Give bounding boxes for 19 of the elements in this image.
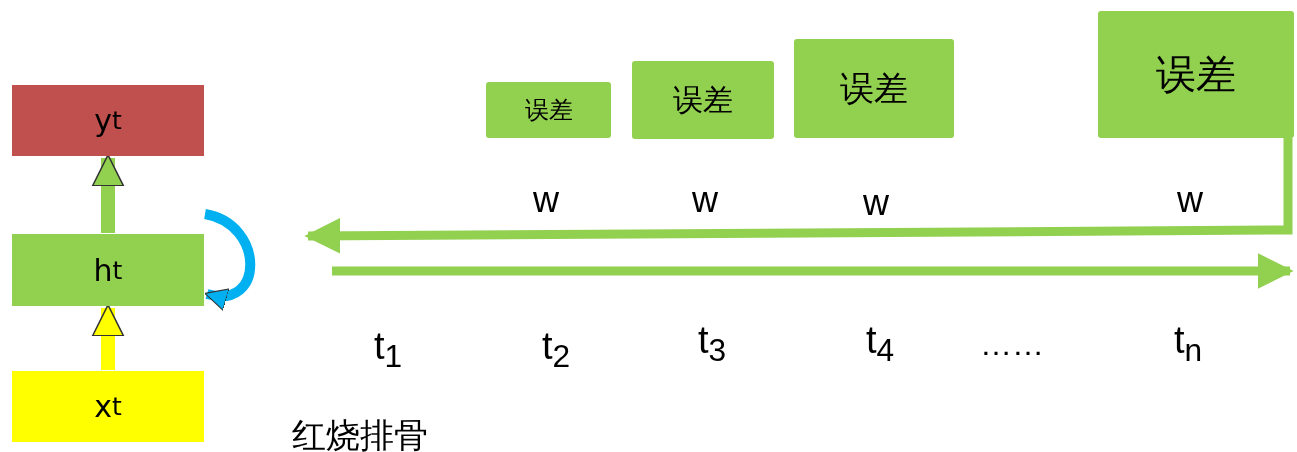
weight-label: w bbox=[533, 179, 559, 221]
error-box: 误差 bbox=[486, 82, 611, 138]
caption-text: 红烧排骨 bbox=[292, 414, 428, 452]
ellipsis-text: …… bbox=[980, 325, 1044, 363]
error-box: 误差 bbox=[632, 61, 774, 139]
time-label: t$_{1}$ bbox=[373, 324, 403, 376]
error-box: 误差 bbox=[1098, 11, 1294, 138]
block-arrow bbox=[203, 209, 256, 309]
block-arrow bbox=[91, 304, 125, 370]
weight-label: w bbox=[692, 179, 718, 221]
weight-label: w bbox=[1177, 179, 1203, 221]
weight-label: w bbox=[863, 182, 889, 224]
time-label: t$_{n}$ bbox=[1173, 318, 1203, 370]
arrow bbox=[304, 138, 1293, 254]
time-label: t$_{3}$ bbox=[697, 318, 727, 370]
block-arrow bbox=[91, 154, 125, 233]
time-label: t$_{2}$ bbox=[541, 324, 571, 376]
error-box: 误差 bbox=[794, 39, 954, 138]
time-label: t$_{4}$ bbox=[865, 318, 895, 370]
